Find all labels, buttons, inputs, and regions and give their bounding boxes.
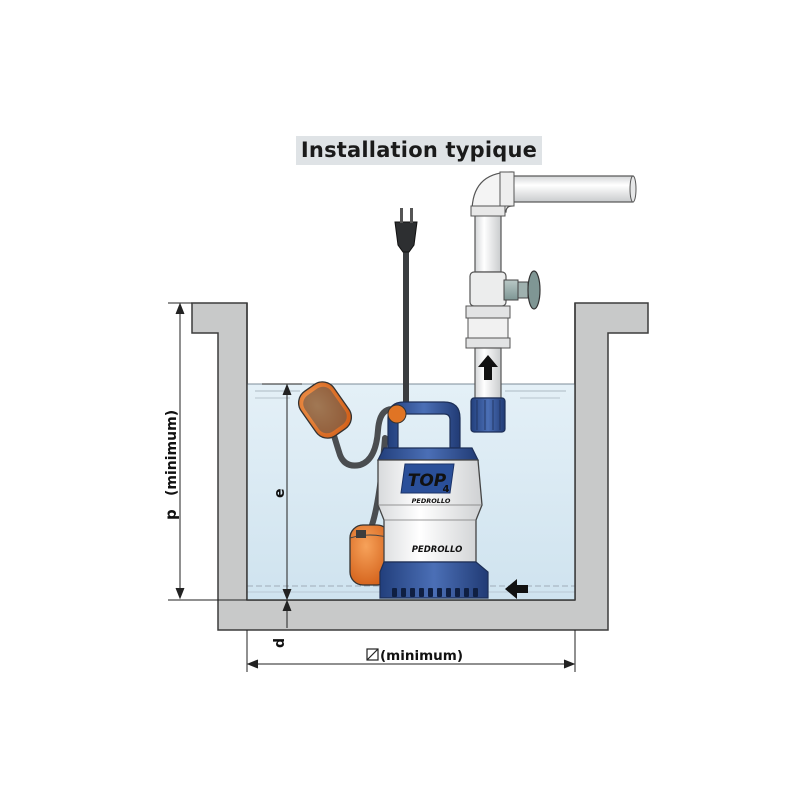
plug xyxy=(394,221,418,253)
dim-label-e: e xyxy=(272,489,288,499)
dim-label-width-minimum: (minimum) xyxy=(380,648,463,664)
valve-handwheel xyxy=(527,270,541,310)
dim-label-p-minimum: (minimum) xyxy=(164,410,180,496)
intake-arrow xyxy=(505,579,528,599)
dim-label-d: d xyxy=(272,638,288,648)
gate-valve xyxy=(469,270,541,310)
discharge-pipe xyxy=(465,171,637,433)
dimensions xyxy=(168,302,576,672)
brand-body-label: PEDROLLO xyxy=(412,545,463,555)
model-badge xyxy=(400,463,455,494)
brand-badge-label: PEDROLLO xyxy=(412,497,451,505)
power-cable xyxy=(394,208,418,412)
square-section-symbol xyxy=(366,648,379,661)
model-label: TOP xyxy=(408,471,447,491)
dim-label-p: p xyxy=(162,509,180,520)
flow-arrow-up xyxy=(478,355,498,380)
submersible-pump: TOP 4 PEDROLLO PEDROLLO xyxy=(377,401,528,599)
diagram-title: Installation typique xyxy=(300,138,538,162)
float-switch xyxy=(297,381,400,586)
model-number: 4 xyxy=(443,484,450,495)
title-background xyxy=(296,136,542,165)
